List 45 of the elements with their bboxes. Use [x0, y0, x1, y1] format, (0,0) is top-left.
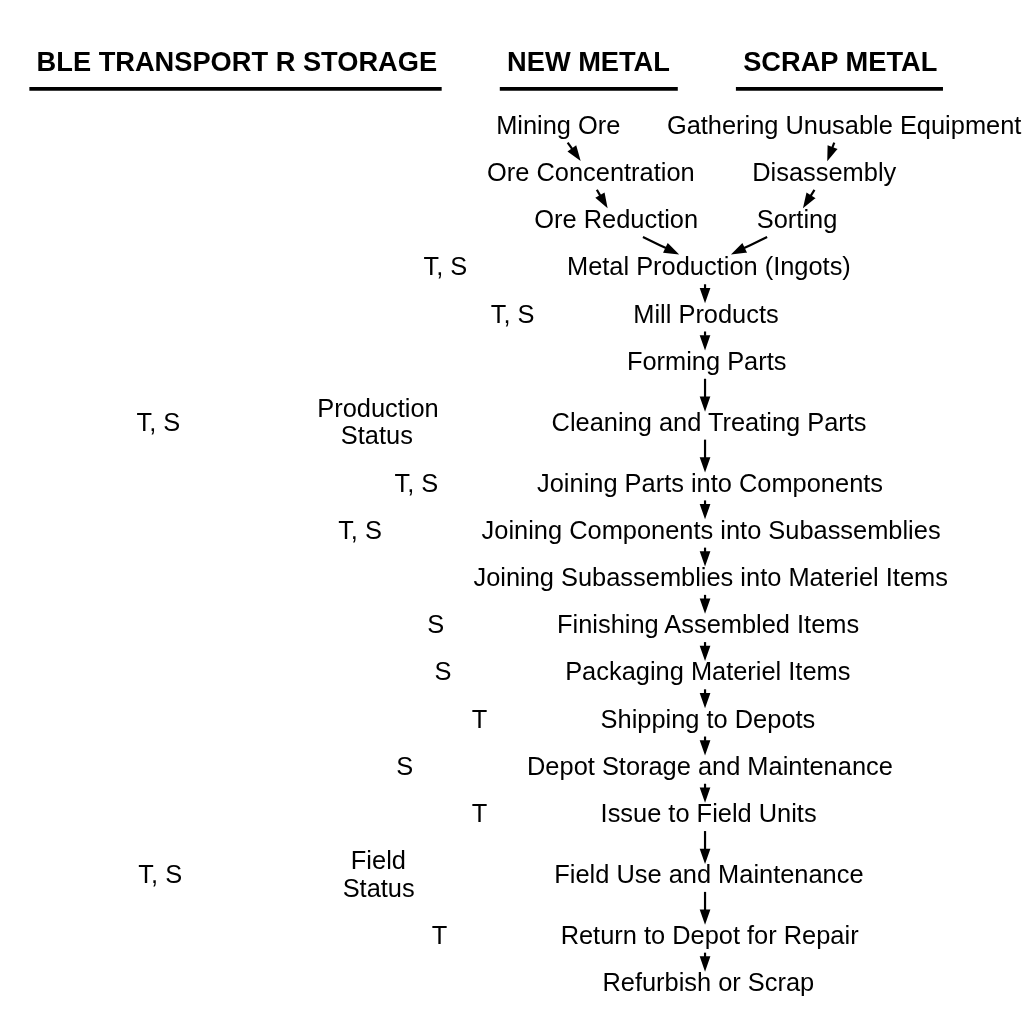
label: T — [471, 798, 488, 827]
arrow — [699, 439, 711, 473]
label: Production Status — [317, 393, 439, 449]
arrow — [699, 891, 711, 925]
node-text: Forming Parts — [626, 346, 787, 375]
arrow — [699, 378, 711, 412]
label: T, S — [423, 251, 468, 280]
label: S — [434, 656, 452, 685]
node-text: Joining Subassemblies into Materiel Items — [473, 562, 948, 591]
arrow — [802, 188, 816, 208]
node-text: Ore Reduction — [534, 204, 699, 233]
node-text: Joining Parts into Components — [537, 468, 884, 497]
node-text: Refurbish or Scrap — [602, 967, 815, 996]
node-text: Disassembly — [752, 157, 897, 186]
node-text: Field Use and Maintenance — [554, 859, 864, 888]
label: T, S — [394, 468, 439, 497]
node-text: Mill Products — [633, 299, 779, 328]
label: Field Status — [342, 845, 415, 902]
node-text: Packaging Materiel Items — [565, 656, 851, 685]
node-text: Cleaning and Treating Parts — [551, 407, 867, 436]
arrow — [730, 235, 768, 254]
arrow — [699, 830, 711, 864]
node-text: Joining Components into Subassemblies — [481, 515, 941, 544]
label: S — [427, 609, 445, 638]
node-text: Return to Depot for Repair — [560, 920, 859, 949]
label: SCRAP METAL — [743, 45, 938, 77]
node-text: Sorting — [756, 204, 838, 233]
label: T, S — [338, 515, 382, 544]
label: T, S — [138, 859, 183, 888]
node-text: Ore Concentration — [487, 157, 695, 186]
node-text: Metal Production (Ingots) — [566, 251, 851, 280]
label: T — [431, 920, 448, 949]
arrow — [642, 235, 680, 254]
node-text: Issue to Field Units — [600, 798, 817, 827]
node-text: Depot Storage and Maintenance — [527, 751, 893, 780]
label: T, S — [490, 299, 535, 328]
label: T, S — [136, 407, 181, 436]
node-text: Shipping to Depots — [600, 704, 816, 733]
label: S — [396, 751, 414, 780]
node-text: Mining Ore — [496, 110, 621, 139]
label: T — [471, 704, 488, 733]
node-text: Finishing Assembled Items — [557, 609, 860, 638]
label: NEW METAL — [507, 45, 670, 77]
label: BLE TRANSPORT R STORAGE — [36, 45, 438, 77]
node-text: Gathering Unusable Equipment — [666, 110, 1022, 139]
